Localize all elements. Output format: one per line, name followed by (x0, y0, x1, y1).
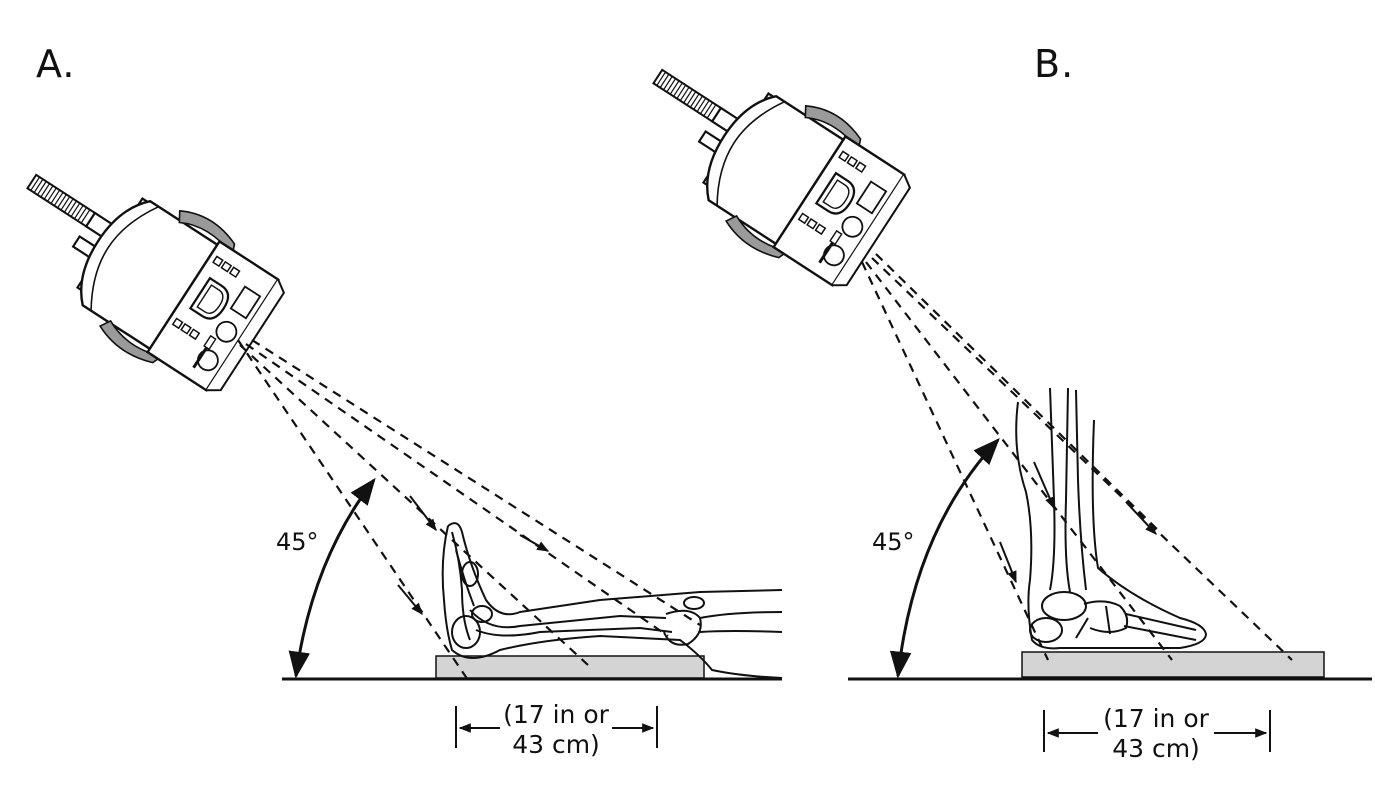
angle-arc-b (889, 438, 1000, 679)
angle-arc-a (288, 477, 376, 679)
x-ray-tube-icon (0, 125, 297, 408)
dimension-line1-b: (17 in or (1103, 704, 1209, 733)
dimension-label-a: (17 in or 43 cm) (486, 700, 626, 760)
lower-leg-foot-recumbent (441, 522, 783, 679)
angle-label-b: 45° (872, 528, 915, 556)
beam-arrowheads-a (397, 495, 550, 615)
dimension-line2-b: 43 cm) (1112, 734, 1200, 763)
dimension-line1-a: (17 in or (503, 700, 609, 729)
panel-label-a: A. (36, 42, 76, 86)
dimension-line2-a: 43 cm) (512, 730, 600, 759)
dimension-label-b: (17 in or 43 cm) (1086, 704, 1226, 764)
panel-b (606, 20, 1372, 752)
image-receptor-a (435, 655, 705, 679)
panel-a (0, 125, 783, 748)
lower-leg-foot-standing (1015, 387, 1208, 650)
image-receptor-b (1021, 651, 1325, 678)
angle-label-a: 45° (276, 528, 319, 556)
panel-label-b: B. (1034, 42, 1075, 86)
beam-lines-a (237, 339, 701, 681)
beam-arrowheads-b (999, 461, 1157, 584)
beam-lines-b (861, 253, 1293, 661)
